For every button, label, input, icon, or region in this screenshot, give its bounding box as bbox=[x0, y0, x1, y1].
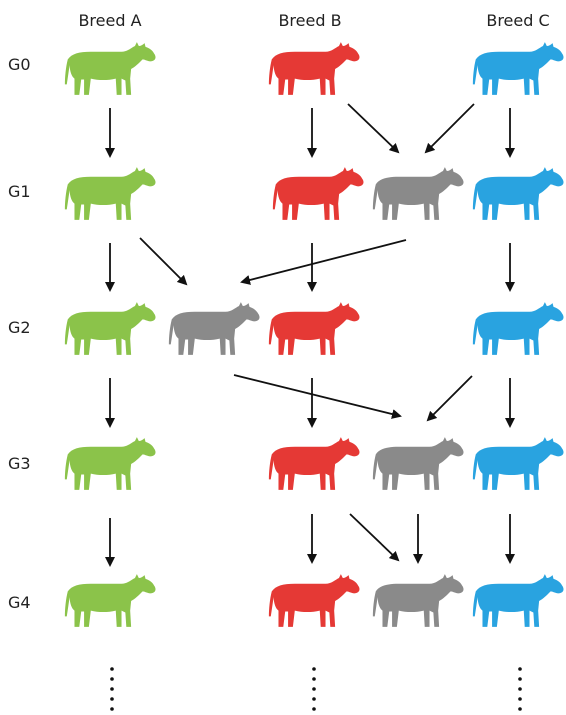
arrow-g2-cross-to-g3-cross bbox=[233, 374, 402, 419]
cow-g3-breed-a bbox=[64, 437, 156, 490]
generation-label-g0: G0 bbox=[8, 55, 31, 74]
cow-g2-breed-b bbox=[268, 302, 360, 355]
cow-g2-breed-c bbox=[472, 302, 564, 355]
continuation-dots-breed-b bbox=[312, 667, 316, 711]
generation-label-g1: G1 bbox=[8, 182, 31, 201]
cow-g0-breed-a bbox=[64, 42, 156, 95]
cow-g3-crossbred bbox=[372, 437, 464, 490]
arrow-g1-a-to-g2-cross bbox=[139, 237, 188, 286]
cow-g4-crossbred bbox=[372, 574, 464, 627]
cow-g3-breed-c bbox=[472, 437, 564, 490]
continuation-dots-breed-a bbox=[110, 667, 114, 711]
generation-label-g3: G3 bbox=[8, 454, 31, 473]
arrow-g1-cross-to-g2-cross bbox=[240, 239, 407, 285]
breed-a-header: Breed A bbox=[78, 11, 141, 30]
continuation-dots-breed-c bbox=[518, 667, 522, 711]
cow-g1-breed-a bbox=[64, 167, 156, 220]
cow-g2-breed-a bbox=[64, 302, 156, 355]
arrow-g2-c-to-g3-cross bbox=[426, 375, 473, 422]
cow-g1-breed-b bbox=[272, 167, 364, 220]
cow-g0-breed-b bbox=[268, 42, 360, 95]
breed-c-header: Breed C bbox=[486, 11, 549, 30]
generation-label-g2: G2 bbox=[8, 318, 31, 337]
cow-g1-breed-c bbox=[472, 167, 564, 220]
cow-g4-breed-a bbox=[64, 574, 156, 627]
arrow-g0-b-to-g1-cross bbox=[347, 103, 400, 154]
cow-g2-crossbred-abc bbox=[168, 302, 260, 355]
cow-g1-crossbred-bc bbox=[372, 167, 464, 220]
arrow-g3-b-to-g4-cross bbox=[349, 513, 400, 562]
breed-b-header: Breed B bbox=[278, 11, 341, 30]
arrow-g0-c-to-g1-cross bbox=[424, 103, 475, 154]
generation-label-g4: G4 bbox=[8, 593, 31, 612]
cow-g4-breed-b bbox=[268, 574, 360, 627]
cow-g4-breed-c bbox=[472, 574, 564, 627]
cow-g3-breed-b bbox=[268, 437, 360, 490]
cow-g0-breed-c bbox=[472, 42, 564, 95]
